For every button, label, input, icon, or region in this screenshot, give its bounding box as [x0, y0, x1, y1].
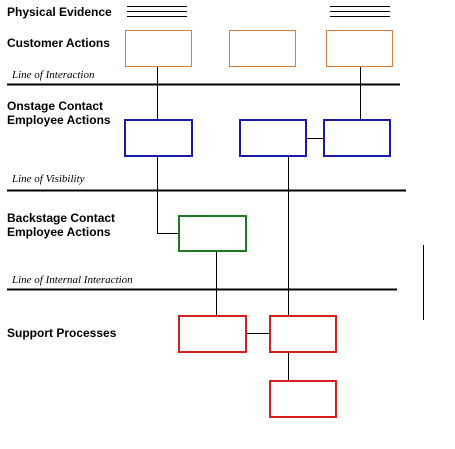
customer-action-box-1 [125, 30, 192, 67]
lane-label-onstage-line1: Onstage Contact [7, 99, 103, 113]
customer-action-box-3 [326, 30, 393, 67]
lane-label-onstage-line2: Employee Actions [7, 113, 111, 127]
lane-label-physical-evidence: Physical Evidence [7, 5, 112, 19]
onstage-box-1 [124, 119, 193, 157]
support-box-2 [269, 315, 337, 353]
support-box-3 [269, 380, 337, 418]
lane-label-backstage-line1: Backstage Contact [7, 211, 115, 225]
lane-label-backstage-line2: Employee Actions [7, 225, 111, 239]
line-label-visibility: Line of Visibility [11, 173, 85, 185]
support-box-1 [178, 315, 247, 353]
onstage-box-3 [323, 119, 391, 157]
lane-label-support-processes: Support Processes [7, 326, 117, 340]
onstage-box-2 [239, 119, 307, 157]
connectors [157, 66, 361, 381]
line-label-internal-interaction: Line of Internal Interaction [11, 274, 133, 286]
physical-evidence-mark-right [330, 6, 390, 17]
line-label-interaction: Line of Interaction [11, 69, 95, 81]
backstage-box-1 [178, 215, 247, 252]
physical-evidence-mark-left [127, 6, 187, 17]
connector-onstage-backstage [157, 156, 179, 234]
customer-action-box-2 [229, 30, 296, 67]
lane-label-customer-actions: Customer Actions [7, 36, 110, 50]
